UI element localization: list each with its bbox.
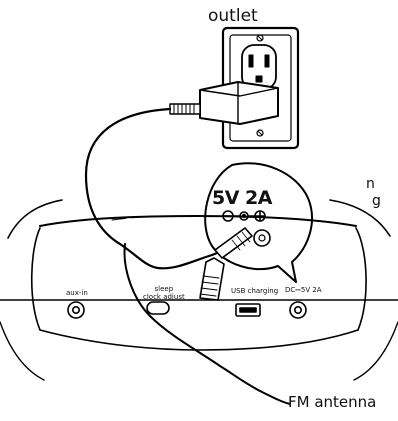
power-adapter [169,81,279,125]
outlet-label: outlet [208,6,258,26]
power-rating-label: 5V 2A [212,187,272,209]
adapter-cable [84,107,234,270]
sleep-label-line-1: sleep [154,285,174,293]
sleep-label-line-2: clock adjust [143,293,185,301]
usb-charging-port [235,303,261,317]
fm-antenna-wire [123,243,291,405]
aux-in-jack [67,301,85,319]
fm-antenna-label: FM antenna [288,393,377,411]
aux-in-label: aux-in [66,289,88,297]
dc-power-jack [289,301,307,319]
plug-in-speaker [199,257,225,301]
wall-outlet [221,26,300,150]
dc-input-label: DC⎓5V 2A [285,286,322,294]
zoom-callout [204,162,313,283]
sleep-clock-adjust-label: sleep clock adjust [143,285,185,301]
speaker-body [0,199,398,381]
cropped-text-line-2: g [372,193,381,209]
cropped-text-line-1: n [366,176,375,192]
sleep-clock-adjust-button [146,301,170,315]
usb-charging-label: USB charging [231,287,279,295]
